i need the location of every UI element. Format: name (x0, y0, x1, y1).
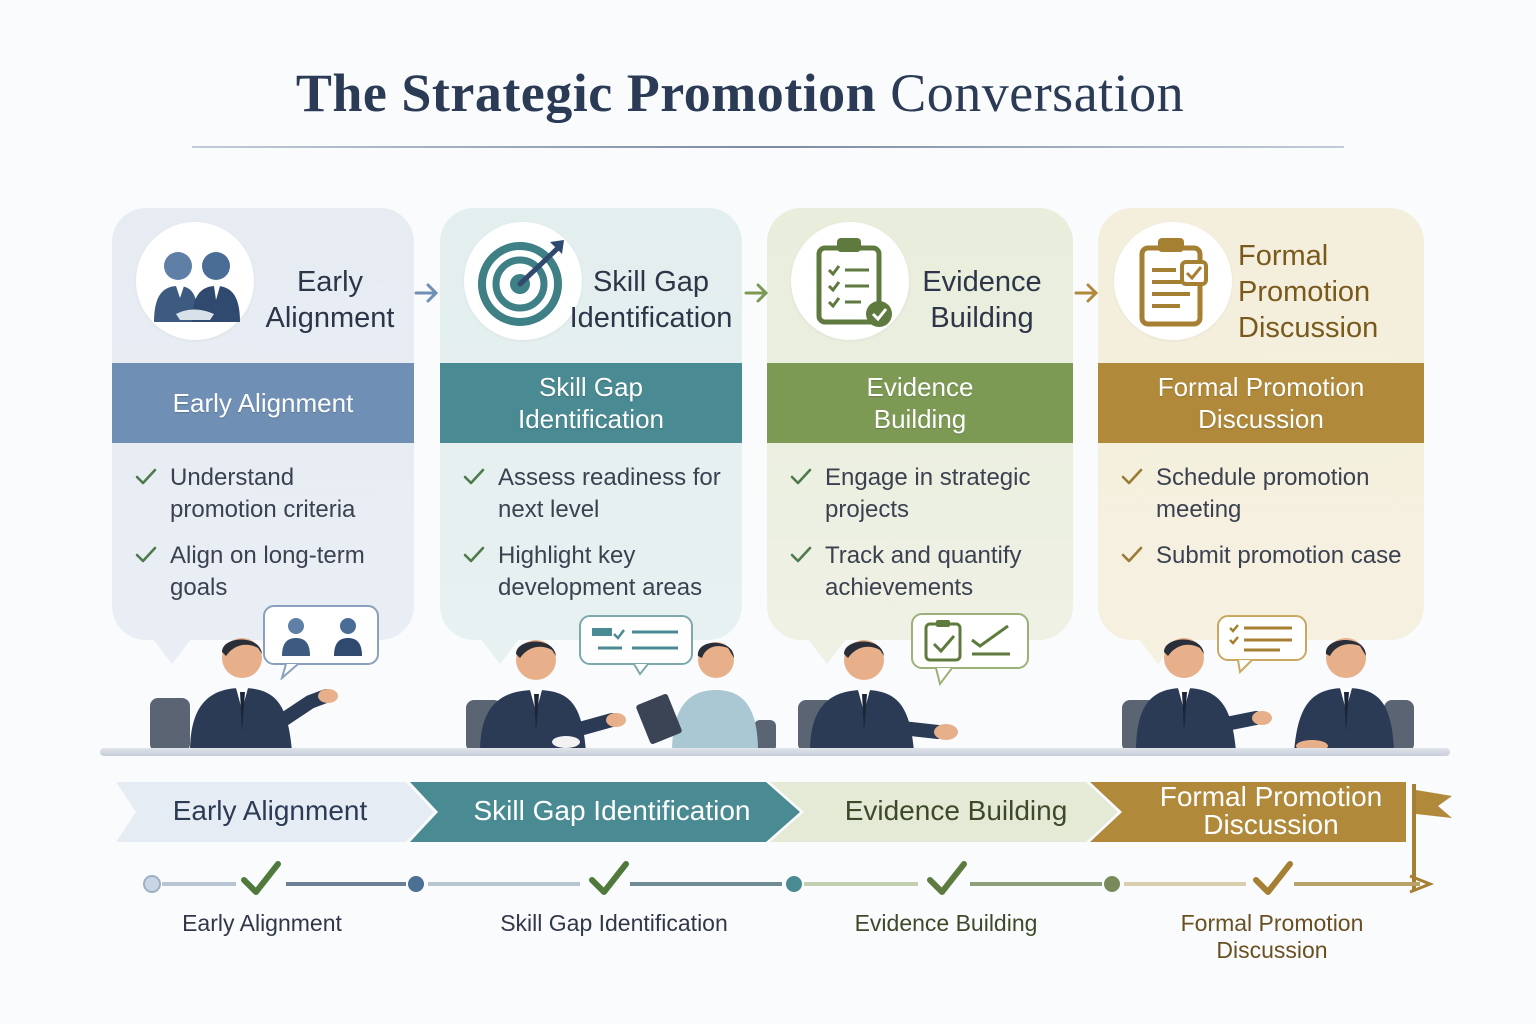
speech-bubble-people-icon (263, 605, 379, 680)
stage-band: Early Alignment (112, 363, 414, 443)
check-icon (1121, 468, 1143, 485)
people-discussing (466, 640, 776, 752)
chevron-skill-gap: Skill Gap Identification (473, 795, 751, 826)
person-explaining (798, 640, 958, 752)
timeline-label-formal-promotion: Formal Promotion Discussion (1180, 910, 1364, 963)
clipboard-check-icon (791, 222, 909, 340)
stage-band-label: Skill Gap Identification (518, 372, 664, 434)
stage-bullets: Schedule promotion meeting Submit promot… (1118, 462, 1412, 586)
timeline-track (143, 861, 1435, 895)
stage-band: Evidence Building (767, 363, 1073, 443)
bullet-item: Highlight key development areas (460, 540, 730, 604)
stage-bullets: Assess readiness for next level Highligh… (460, 462, 730, 618)
stage-bullets: Engage in strategic projects Track and q… (787, 462, 1061, 618)
check-icon (790, 546, 812, 563)
speech-bubble-checklist-icon (579, 615, 693, 676)
stage-band: Skill Gap Identification (440, 363, 742, 443)
stage-band-label: Early Alignment (172, 388, 354, 418)
check-icon (463, 468, 485, 485)
chevron-evidence-building: Evidence Building (844, 795, 1068, 826)
check-icon (790, 468, 812, 485)
chevron-row-shapes (116, 782, 1406, 842)
bullet-item: Understand promotion criteria (132, 462, 402, 526)
stage-card-early-alignment: Early Alignment Early Alignment Understa… (112, 208, 414, 664)
arrow-right-icon (744, 283, 769, 303)
stage-band-label: Formal Promotion Discussion (1157, 372, 1365, 434)
bullet-item: Track and quantify achievements (787, 540, 1061, 604)
flag-icon (1412, 784, 1452, 890)
arrow-right-icon (1074, 283, 1099, 303)
stage-header: Early Alignment (265, 266, 395, 334)
bullet-item: Submit promotion case (1118, 540, 1412, 572)
meeting-table (100, 748, 1450, 756)
title-divider (192, 146, 1344, 148)
check-icon (135, 546, 157, 563)
speech-bubble-clipboard-icon (911, 613, 1029, 687)
stage-band: Formal Promotion Discussion (1098, 363, 1424, 443)
stage-card-formal-promotion: Formal Promotion Discussion Formal Promo… (1098, 208, 1424, 664)
person-presenting (150, 638, 338, 752)
stage-header: Skill Gap Identification (569, 266, 733, 334)
target-icon (464, 222, 582, 340)
bullet-item: Assess readiness for next level (460, 462, 730, 526)
document-icon (1114, 222, 1232, 340)
stage-bullets: Understand promotion criteria Align on l… (132, 462, 402, 618)
title-container: The Strategic Promotion Conversation (0, 62, 1536, 124)
chevron-formal-promotion: Formal Promotion Discussion (1159, 781, 1383, 840)
chevron-early-alignment: Early Alignment (172, 795, 368, 826)
check-icon (1121, 546, 1143, 563)
arrow-right-icon (414, 283, 439, 303)
bullet-item: Engage in strategic projects (787, 462, 1061, 526)
promotion-meeting-people (1122, 638, 1414, 752)
speech-bubble-list-icon (1217, 615, 1307, 674)
stage-band-label: Evidence Building (866, 372, 974, 434)
page-title: The Strategic Promotion Conversation (296, 63, 1184, 123)
stage-header: Evidence Building (922, 266, 1042, 334)
stage-card-skill-gap: Skill Gap Identification Skill Gap Ident… (440, 208, 742, 664)
timeline-label-evidence-building: Evidence Building (854, 910, 1038, 936)
handshake-people-icon (136, 222, 254, 340)
bullet-item: Schedule promotion meeting (1118, 462, 1412, 526)
stage-card-evidence: Evidence Building Evidence Building Enga… (767, 208, 1073, 664)
timeline-label-early-alignment: Early Alignment (182, 910, 342, 936)
check-icon (463, 546, 485, 563)
timeline-label-skill-gap: Skill Gap Identification (500, 910, 728, 936)
check-icon (135, 468, 157, 485)
title-bold: The Strategic Promotion (295, 63, 877, 123)
title-light: Conversation (890, 63, 1185, 123)
bullet-item: Align on long-term goals (132, 540, 402, 604)
stage-header: Formal Promotion Discussion (1238, 240, 1379, 344)
